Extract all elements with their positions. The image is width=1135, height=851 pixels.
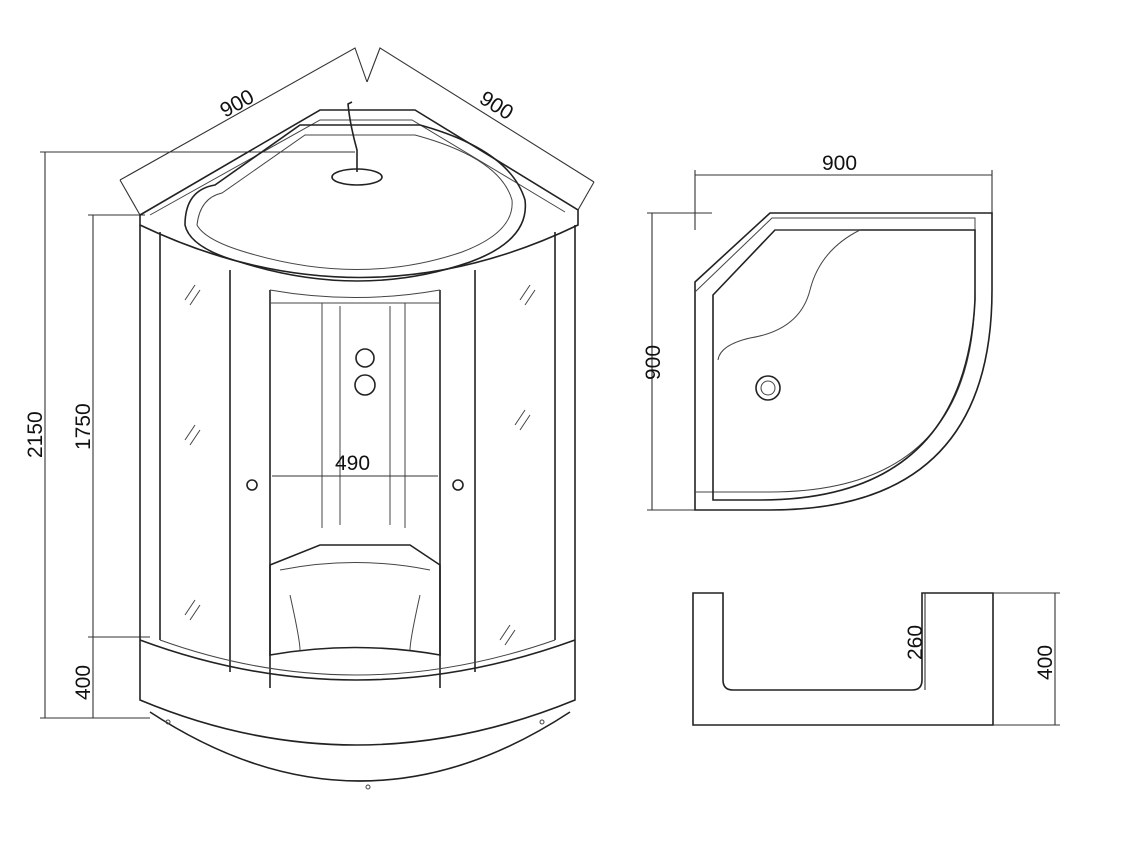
cabin-body: 490 (139, 225, 576, 688)
side-height-label: 400 (1034, 645, 1057, 680)
width-left-label: 900 (216, 85, 258, 122)
total-height-label: 2150 (24, 411, 47, 458)
width-right-label: 900 (475, 87, 517, 125)
door-handle-right (452, 479, 464, 491)
door-handle-left (246, 479, 258, 491)
drain-icon (755, 375, 781, 401)
width-dimension-left: 900 (119, 47, 368, 216)
mixer-icon (355, 348, 375, 368)
roof (139, 101, 579, 282)
width-dimension-right: 900 (366, 47, 595, 211)
seat (269, 544, 441, 656)
shower-hose (347, 101, 358, 172)
glass-marks (184, 284, 536, 646)
top-width-label: 900 (822, 152, 857, 175)
side-view: 260 400 (692, 592, 1060, 726)
side-depth-label: 260 (904, 625, 927, 660)
door-opening-label: 490 (335, 452, 370, 475)
shower-tray-front (139, 640, 576, 790)
total-height-dimension: 2150 (24, 151, 355, 719)
cabin-height-label: 1750 (72, 403, 95, 450)
front-view: 900 900 2150 1750 400 (24, 47, 595, 790)
top-view: 900 900 (642, 152, 993, 511)
cabin-height-dimension: 1750 400 (72, 214, 150, 718)
top-depth-label: 900 (642, 345, 665, 380)
tray-height-label: 400 (72, 665, 95, 700)
